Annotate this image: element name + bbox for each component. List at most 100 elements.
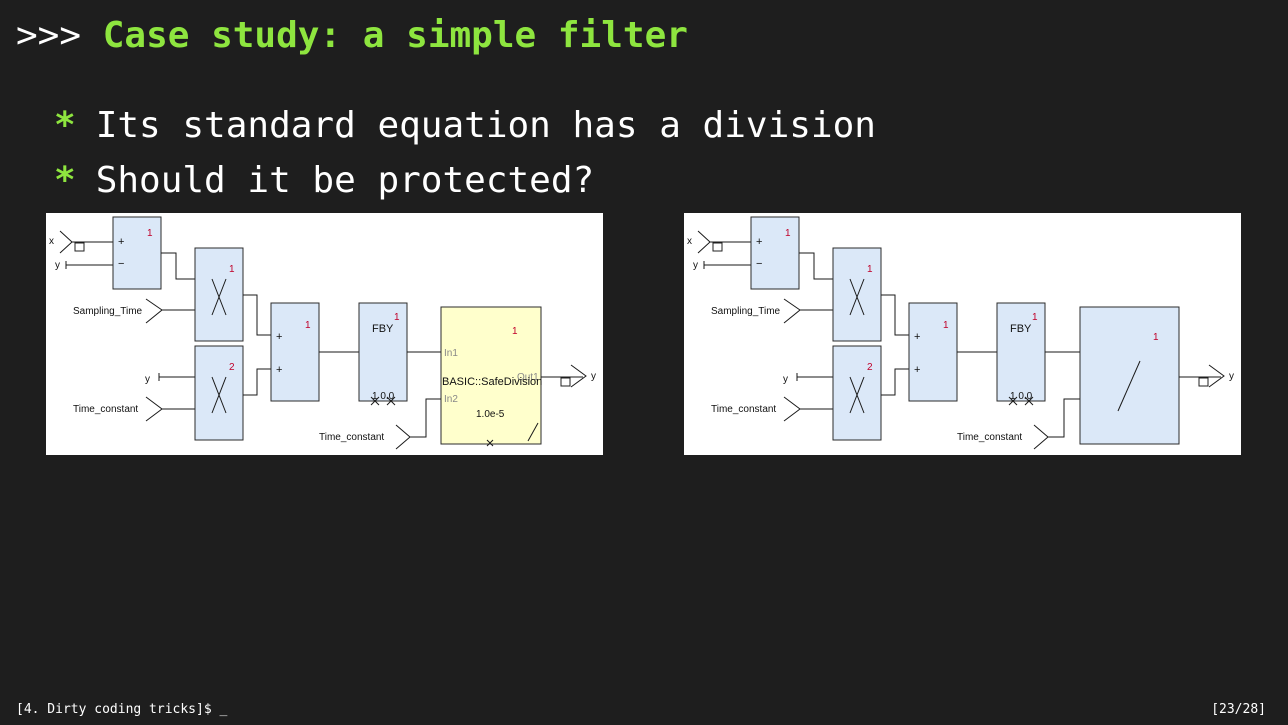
bullet-item: * Should it be protected? [54, 153, 876, 208]
fby-block [358, 302, 408, 402]
input-label-y: y [55, 260, 60, 271]
subtract-block [750, 216, 800, 290]
block-order: 1 [305, 320, 311, 331]
subtract-block [112, 216, 162, 290]
diagram-left-canvas: x y 1 + − Sampling_Time 1 y Time_constan… [49, 216, 596, 450]
block-order: 2 [867, 362, 873, 373]
local-icon [560, 377, 571, 387]
slide-title: >>> Case study: a simple filter [16, 14, 688, 58]
title-prompt: >>> [16, 15, 82, 56]
multiply-block [832, 247, 882, 342]
fby-block [996, 302, 1046, 402]
input-chevron [697, 230, 711, 254]
bullet-text: Should it be protected? [95, 160, 595, 201]
port-out1: Out1 [517, 372, 539, 383]
wire [410, 398, 441, 438]
divide-icon [1117, 360, 1141, 412]
multiply-icon [849, 376, 865, 414]
input-label-time-constant: Time_constant [711, 404, 776, 415]
input-label-sampling-time: Sampling_Time [73, 306, 143, 317]
unconnected-icon [1008, 396, 1034, 406]
multiply-block [194, 247, 244, 342]
plus-sign: + [914, 331, 920, 343]
input-label-y: y [783, 374, 788, 385]
input-chevron [783, 396, 801, 422]
bullet-list: * Its standard equation has a division * S… [54, 98, 876, 208]
output-chevron [1208, 364, 1225, 388]
multiply-icon [211, 376, 227, 414]
footer-section-label: [4. Dirty coding tricks]$ _ [16, 702, 228, 717]
block-order: 1 [147, 228, 153, 239]
input-label-time-constant: Time_constant [319, 432, 384, 443]
bullet-star-icon: * [54, 105, 76, 146]
multiply-block [194, 345, 244, 441]
unconnected-icon [370, 396, 396, 406]
plus-sign: + [118, 236, 124, 248]
plus-sign: + [756, 236, 762, 248]
port-in1: In1 [444, 348, 458, 359]
title-text: Case study: a simple filter [102, 15, 688, 56]
input-label-y: y [693, 260, 698, 271]
safe-division-name: BASIC::SafeDivision [442, 376, 542, 388]
multiply-icon [849, 278, 865, 316]
input-label-x: x [687, 236, 692, 247]
minus-sign: − [118, 258, 124, 270]
wire [881, 368, 909, 396]
input-chevron [395, 424, 411, 450]
wire [1048, 398, 1080, 438]
safe-division-block [440, 306, 542, 445]
add-block [270, 302, 320, 402]
input-label-y: y [145, 374, 150, 385]
divide-icon [527, 422, 539, 442]
minus-sign: − [756, 258, 762, 270]
fby-init: 1 0.0 [1010, 391, 1033, 402]
block-order: 1 [1153, 332, 1159, 343]
port-in2: In2 [444, 394, 458, 405]
diagram-right-canvas: x y 1 + − Sampling_Time 1 y Time_constan… [687, 216, 1234, 450]
block-order: 1 [512, 326, 518, 337]
plus-sign: + [914, 364, 920, 376]
input-label-sampling-time: Sampling_Time [711, 306, 781, 317]
safe-division-param: 1.0e-5 [476, 409, 505, 420]
wire [881, 294, 909, 336]
output-chevron [570, 364, 587, 388]
local-icon [712, 242, 723, 252]
footer-page-number: [23/28] [1211, 702, 1266, 717]
block-order: 2 [229, 362, 235, 373]
bullet-item: * Its standard equation has a division [54, 98, 876, 153]
diagram-safe-division: x y 1 + − Sampling_Time 1 y Time_constan… [46, 213, 603, 455]
input-chevron [783, 298, 801, 324]
block-order: 1 [867, 264, 873, 275]
block-order: 1 [943, 320, 949, 331]
multiply-block [832, 345, 882, 441]
wire [161, 252, 195, 280]
unconnected-icon [486, 439, 494, 447]
local-icon [74, 242, 85, 252]
multiply-icon [211, 278, 227, 316]
input-chevron [1033, 424, 1049, 450]
fby-init: 1 0.0 [372, 391, 395, 402]
output-label-y: y [1229, 371, 1234, 382]
input-label-x: x [49, 236, 54, 247]
input-chevron [145, 298, 163, 324]
block-order: 1 [229, 264, 235, 275]
wire [243, 368, 271, 396]
diagram-plain-division: x y 1 + − Sampling_Time 1 y Time_constan… [684, 213, 1241, 455]
fby-label: FBY [372, 323, 394, 335]
bullet-text: Its standard equation has a division [95, 105, 876, 146]
block-order: 1 [785, 228, 791, 239]
input-label-time-constant: Time_constant [73, 404, 138, 415]
input-chevron [145, 396, 163, 422]
plus-sign: + [276, 364, 282, 376]
block-order: 1 [1032, 312, 1038, 323]
plus-sign: + [276, 331, 282, 343]
add-block [908, 302, 958, 402]
division-block [1079, 306, 1180, 445]
block-order: 1 [394, 312, 400, 323]
bullet-star-icon: * [54, 160, 76, 201]
input-label-time-constant: Time_constant [957, 432, 1022, 443]
fby-label: FBY [1010, 323, 1032, 335]
wire [799, 252, 833, 280]
local-icon [1198, 377, 1209, 387]
wire [243, 294, 271, 336]
